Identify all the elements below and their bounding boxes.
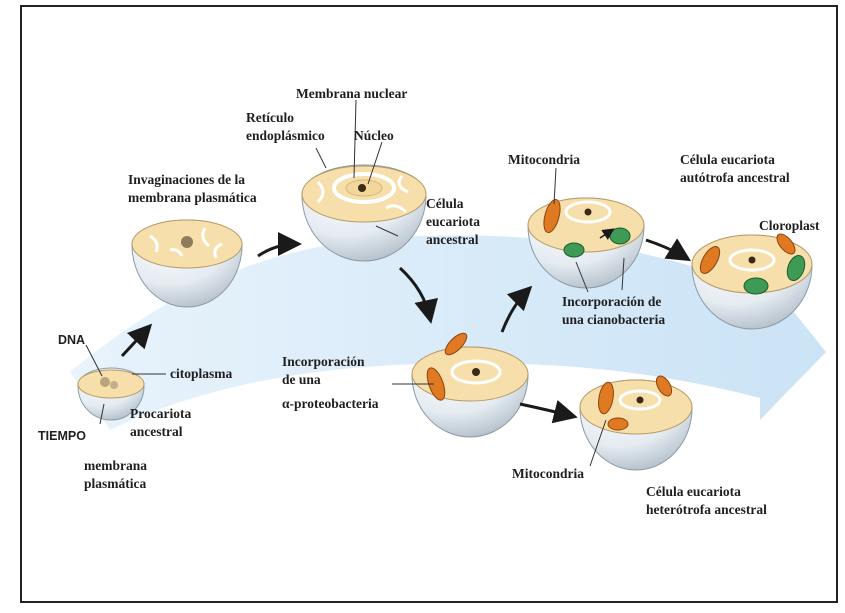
label-heterotrofa-ancestral: heterótrofa ancestral bbox=[646, 502, 767, 517]
label-eucariota: eucariota bbox=[426, 214, 480, 229]
label-invaginaciones: Invaginaciones de la bbox=[128, 172, 245, 187]
label-membrana: membrana bbox=[84, 458, 147, 473]
label-mitocondria-top: Mitocondria bbox=[508, 152, 580, 167]
label-membrana-plasmatica: membrana plasmática bbox=[128, 190, 257, 205]
label-una-cianobacteria: una cianobacteria bbox=[562, 312, 665, 327]
label-incorporacion: Incorporación bbox=[282, 354, 365, 369]
label-procariota-ancestral: ancestral bbox=[130, 424, 183, 439]
label-autotrofa-ancestral: autótrofa ancestral bbox=[680, 170, 790, 185]
label-celula: Célula bbox=[426, 196, 464, 211]
label-procariota: Procariota bbox=[130, 406, 191, 421]
label-alfa-proteobacteria: α-proteobacteria bbox=[282, 396, 379, 411]
label-celula-autotrofa: Célula eucariota bbox=[680, 152, 775, 167]
label-cloroplast: Cloroplast bbox=[759, 218, 820, 233]
label-endoplasmico: endoplásmico bbox=[246, 128, 325, 143]
label-reticulo: Retículo bbox=[246, 110, 294, 125]
label-membrana-nuclear: Membrana nuclear bbox=[296, 86, 407, 101]
label-celula-heterotrofa: Célula eucariota bbox=[646, 484, 741, 499]
label-ancestral: ancestral bbox=[426, 232, 479, 247]
label-nucleo: Núcleo bbox=[354, 128, 394, 143]
label-de-una: de una bbox=[282, 372, 321, 387]
label-plasmatica: plasmática bbox=[84, 476, 146, 491]
label-citoplasma: citoplasma bbox=[170, 366, 232, 381]
label-tiempo: TIEMPO bbox=[38, 429, 86, 443]
label-dna: DNA bbox=[58, 333, 85, 347]
label-incorporacion-cianobacteria: Incorporación de bbox=[562, 294, 661, 309]
label-mitocondria-bottom: Mitocondria bbox=[512, 466, 584, 481]
